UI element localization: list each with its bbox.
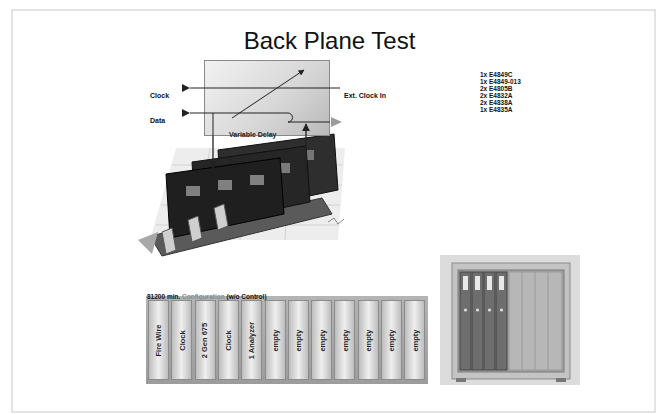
slide-frame (12, 10, 655, 412)
slot-card: empty (311, 300, 332, 380)
slot-card: 2 Gen 675 (195, 300, 216, 380)
slot-label: empty (387, 329, 396, 351)
chip (250, 175, 264, 185)
connector (476, 308, 479, 311)
module (460, 272, 471, 370)
chassis-body (452, 263, 570, 379)
module (484, 272, 495, 370)
delay-box: Variable Delay (204, 60, 330, 136)
part-number: 1x E4835A (480, 106, 513, 113)
slot-card: empty (404, 300, 425, 380)
label-holder: 1x E4835A (480, 98, 513, 116)
card-ejector (188, 216, 202, 242)
part-number: 2x E4832A (480, 92, 513, 99)
signal-name: Clock (150, 92, 169, 99)
clock-line (204, 88, 330, 89)
empty-bays (509, 272, 562, 370)
module-label (499, 276, 504, 290)
slot-card: empty (381, 300, 402, 380)
module-label (463, 276, 468, 290)
box-label: Variable Delay (229, 131, 276, 138)
slot-label: empty (271, 329, 280, 351)
signal-name: Ext. Clock In (344, 92, 386, 99)
module (472, 272, 483, 370)
signal-wire (190, 88, 204, 89)
connector (464, 308, 467, 311)
chassis-bay (458, 270, 564, 372)
slot-card: empty (288, 300, 309, 380)
up-arrow (305, 136, 306, 174)
label-holder: Ext. Clock In (344, 84, 386, 102)
connector (488, 308, 491, 311)
slot-label: empty (410, 329, 419, 351)
slot-card: empty (334, 300, 355, 380)
slot-label: Clock (224, 330, 233, 350)
connector (500, 308, 503, 311)
chip (186, 186, 200, 196)
photo-ground (440, 255, 580, 385)
bay-divider (535, 272, 536, 370)
input-triangle (182, 109, 190, 117)
tap-line (213, 113, 214, 136)
label-holder: Clock (150, 84, 169, 102)
signal-name: Data (150, 117, 165, 124)
chassis-foot (556, 378, 566, 382)
slot-band: 81200 min.Configuration(w/o Control) Fire… (146, 296, 428, 384)
chassis-modules (460, 272, 562, 370)
plug-in-cards (162, 134, 338, 254)
slot-card: Clock (171, 300, 192, 380)
slot-label: Clock (177, 330, 186, 350)
signal-wire (330, 88, 340, 89)
chassis-foot (456, 378, 466, 382)
slot-label: 1 Analyzer (247, 321, 256, 358)
title-area: Back Plane Test (0, 27, 659, 55)
band-heading: (w/o Control) (226, 293, 266, 300)
return-arrow (305, 124, 306, 136)
slot-card: empty (265, 300, 286, 380)
slot-card: 1 Analyzer (241, 300, 262, 380)
bay-divider (522, 272, 523, 370)
variable-arrow (232, 70, 304, 118)
part-number: 2x E4838A (480, 99, 513, 106)
card-ejector (162, 228, 176, 254)
slot-card: empty (358, 300, 379, 380)
slot-label: 2 Gen 675 (201, 322, 210, 357)
band-heading: Configuration (182, 293, 225, 300)
signal-wire (190, 113, 204, 114)
slot-label: empty (317, 329, 326, 351)
input-triangle (182, 84, 190, 92)
chip (218, 180, 232, 190)
slot-label: empty (364, 329, 373, 351)
bay-divider (548, 272, 549, 370)
squiggle (328, 218, 344, 224)
down-arrow (212, 136, 213, 168)
part-number: 1x E4849C (480, 71, 513, 78)
slot-label: empty (340, 329, 349, 351)
band-heading: 81200 min. (147, 293, 180, 300)
slide-title: Back Plane Test (244, 27, 416, 54)
pointer-triangle (138, 232, 158, 254)
module (496, 272, 507, 370)
plug-in-card (166, 158, 284, 238)
module-label (487, 276, 492, 290)
delay-symbol (204, 60, 330, 136)
label-holder: Data (150, 109, 165, 127)
module-label (475, 276, 480, 290)
output-triangle (331, 117, 342, 127)
slot-card: Fire Wire (148, 300, 169, 380)
part-number: 1x E4849-013 (480, 78, 521, 85)
part-number: 2x E4805B (480, 85, 513, 92)
delay-loop (204, 113, 330, 122)
slot-label: Fire Wire (154, 324, 163, 356)
slot-label: empty (294, 329, 303, 351)
card-ejector (214, 204, 228, 230)
slot-card: Clock (218, 300, 239, 380)
